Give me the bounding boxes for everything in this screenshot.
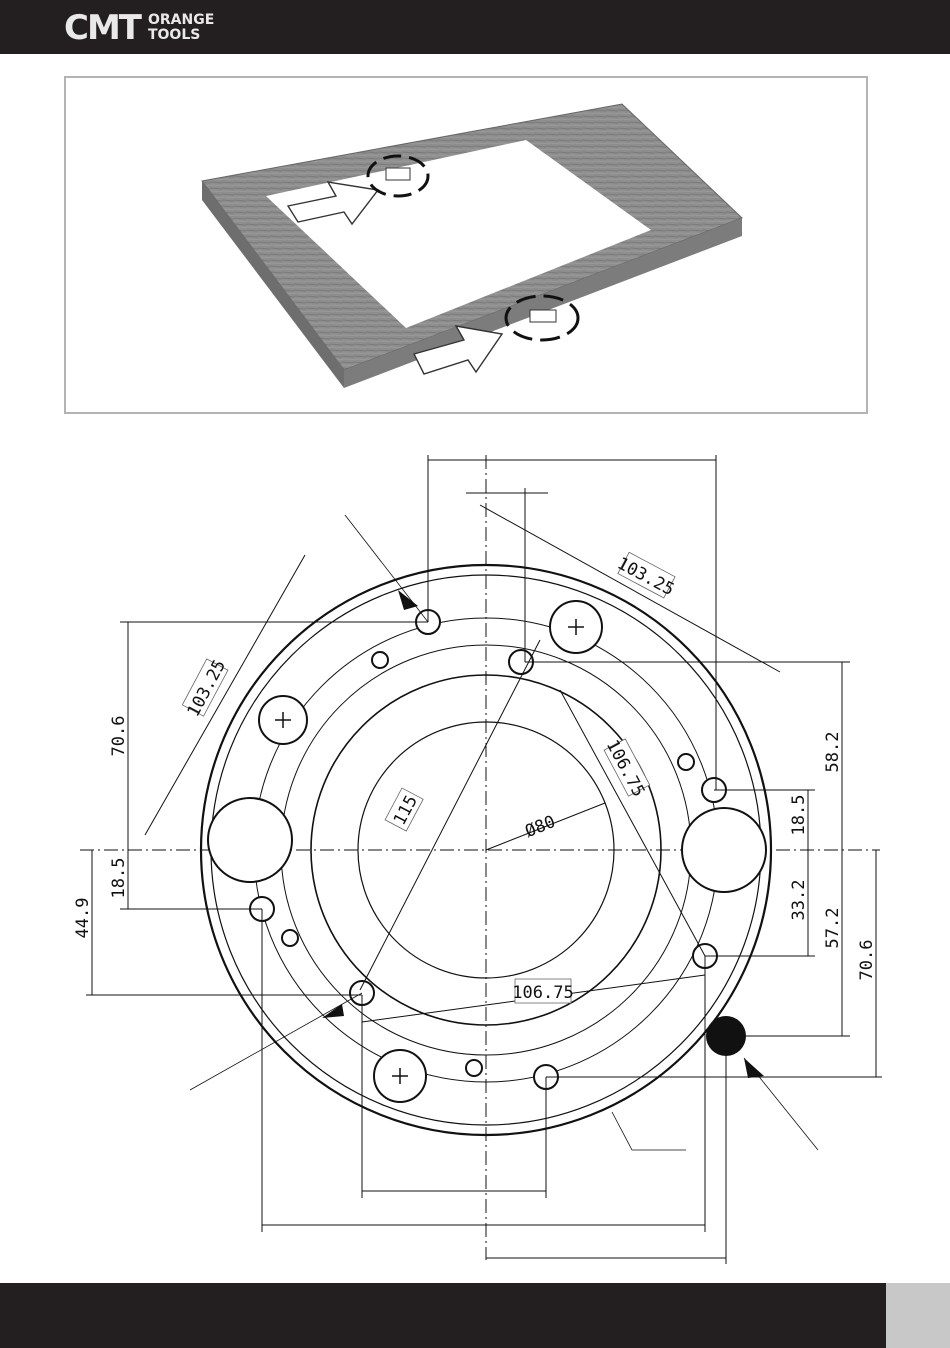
logo-sub-line2: TOOLS — [148, 28, 214, 43]
dim-l18: 18.5 — [109, 858, 129, 899]
side-hole-right — [682, 808, 766, 892]
dim-r18: 18.5 — [789, 795, 809, 836]
wood-frame-illustration — [66, 78, 866, 412]
logo-cmt-text: CMT — [64, 11, 140, 45]
dim-r70: 70.6 — [857, 940, 877, 981]
bottom-footer-bar — [0, 1283, 950, 1348]
top-header-bar: CMT ORANGE TOOLS — [0, 0, 950, 54]
technical-drawing: 103.25 103.25 115 Ø80 106.75 106.75 70.6… — [0, 430, 950, 1280]
dim-bottom-106: 106.75 — [512, 983, 573, 1003]
dim-l70: 70.6 — [109, 716, 129, 757]
page-number-box — [886, 1283, 950, 1348]
logo-sub-line1: ORANGE — [148, 13, 214, 28]
dim-l44: 44.9 — [73, 898, 93, 939]
frame-illustration-box — [64, 76, 868, 414]
cmt-logo: CMT ORANGE TOOLS — [64, 10, 214, 46]
side-hole-left — [208, 798, 292, 882]
dim-r33: 33.2 — [789, 880, 809, 921]
logo-subtitle: ORANGE TOOLS — [148, 13, 214, 43]
dim-r57: 57.2 — [823, 908, 843, 949]
dim-d80: Ø80 — [522, 812, 558, 842]
dim-r58: 58.2 — [823, 732, 843, 773]
